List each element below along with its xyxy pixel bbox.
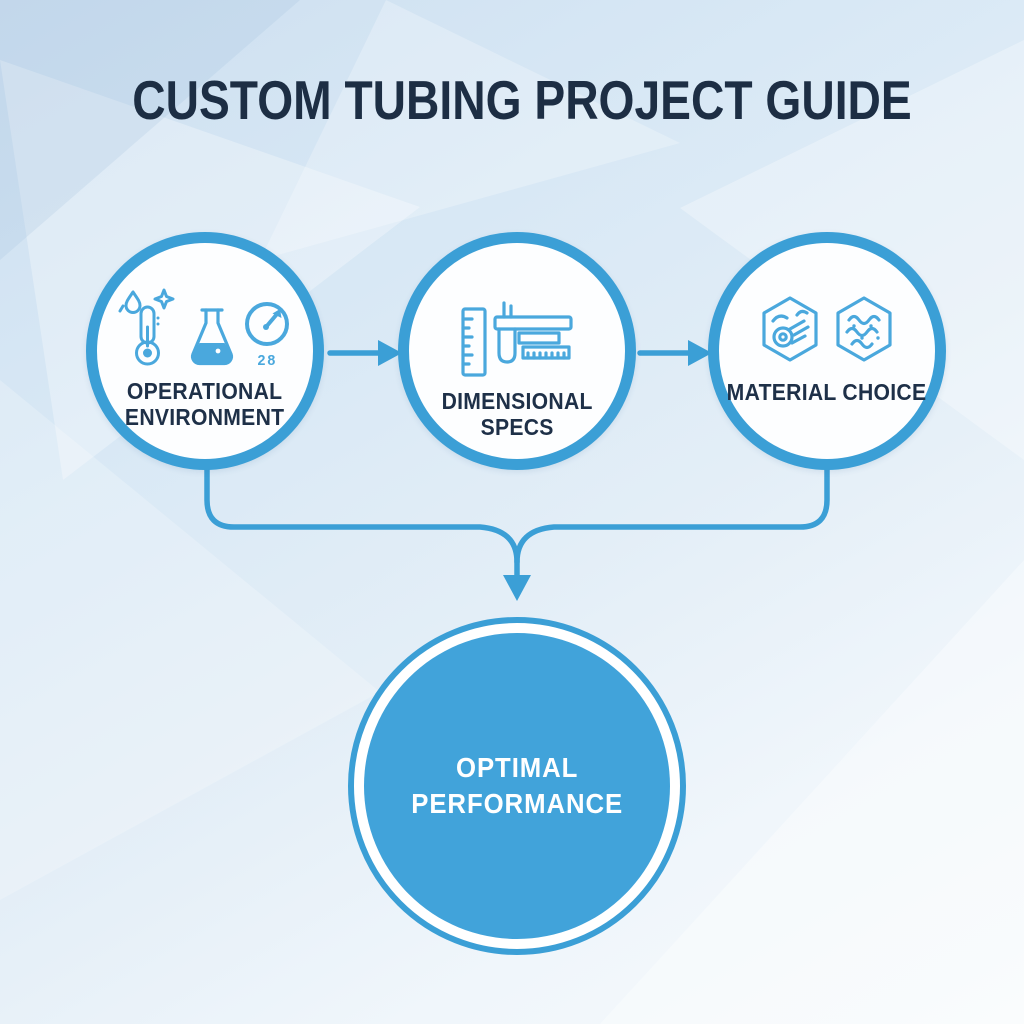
connector-left-drop — [204, 465, 520, 580]
step2-label-line1: DIMENSIONAL — [441, 388, 593, 414]
caliper-icon — [461, 301, 573, 377]
result-ring: OPTIMAL PERFORMANCE — [348, 617, 686, 955]
flask-icon — [190, 308, 234, 366]
material-roll-hexagon-icon — [762, 296, 818, 362]
step1-label-line1: OPERATIONAL — [127, 378, 283, 404]
step-circle-material-choice: MATERIAL CHOICE — [708, 232, 946, 470]
result-circle-optimal-performance: OPTIMAL PERFORMANCE — [364, 633, 670, 939]
result-label-line2: PERFORMANCE — [411, 788, 623, 819]
step2-label-line2: SPECS — [480, 414, 554, 441]
thermometer-flame-icon — [118, 288, 175, 366]
step-circle-dimensional-specs: DIMENSIONAL SPECS — [398, 232, 636, 470]
connector-right-drop — [514, 465, 830, 565]
step3-label: MATERIAL CHOICE — [727, 379, 927, 405]
result-label: OPTIMAL PERFORMANCE — [411, 750, 623, 823]
step1-icon-row: 28 — [117, 287, 293, 369]
gauge-dial-icon — [245, 302, 289, 346]
step1-label: OPERATIONAL ENVIRONMENT — [125, 378, 284, 430]
result-label-line1: OPTIMAL — [455, 751, 579, 783]
gauge-reading: 28 — [257, 352, 277, 369]
ruler-icon — [461, 307, 487, 377]
polymer-hexagon-icon — [836, 296, 892, 362]
step-circle-operational-environment: 28 OPERATIONAL ENVIRONMENT — [86, 232, 324, 470]
step3-label-line1: MATERIAL CHOICE — [727, 379, 927, 405]
page-title: CUSTOM TUBING PROJECT GUIDE — [132, 69, 912, 131]
arrowhead-down-icon — [503, 575, 531, 601]
step2-label: DIMENSIONAL SPECS — [441, 388, 592, 440]
step2-icon-row — [459, 293, 575, 379]
gauge-icon: 28 — [241, 298, 293, 369]
step1-label-line2: ENVIRONMENT — [125, 404, 285, 431]
step3-icon-row — [759, 296, 895, 363]
